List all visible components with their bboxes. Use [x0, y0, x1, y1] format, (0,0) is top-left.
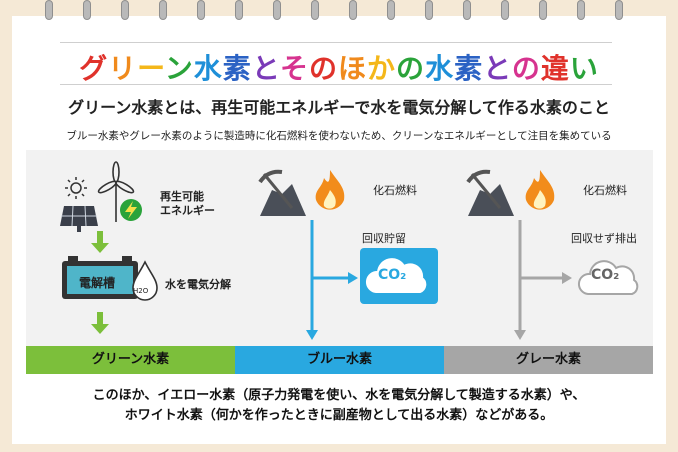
title-char: か — [367, 52, 397, 85]
arrow-down-icon — [91, 312, 109, 334]
title-char: 素 — [222, 52, 252, 85]
title-char: ー — [137, 52, 165, 85]
blue-co2-action-label: 回収貯留 — [362, 232, 406, 245]
subheadline: ブルー水素やグレー水素のように製造時に化石燃料を使わないため、クリーンなエネルギ… — [66, 130, 612, 142]
binder-ring — [45, 0, 53, 20]
co2-storage-icon — [360, 248, 438, 304]
binder-ring — [197, 0, 205, 20]
blue-hydrogen-label: ブルー水素 — [235, 346, 444, 374]
gray-flow-arrow — [514, 220, 572, 340]
binder-ring — [159, 0, 167, 20]
binder-ring — [349, 0, 357, 20]
renewable-energy-line2: エネルギー — [160, 204, 215, 217]
title-char: リ — [108, 52, 138, 85]
title-char: の — [309, 52, 339, 85]
title-rule-top — [60, 42, 612, 43]
electrolyzer-label: 電解槽 — [79, 276, 116, 290]
title-char: グ — [79, 52, 109, 85]
gray-co2-action-label: 回収せず排出 — [571, 232, 637, 245]
title-char: と — [251, 52, 280, 85]
electrolysis-label: 水を電気分解 — [165, 278, 231, 291]
binder-ring — [235, 0, 243, 20]
title-char: の — [511, 52, 541, 85]
page-title: グリーン水素とそのほかの水素との違い — [0, 47, 678, 87]
blue-fossil-fuel-label: 化石燃料 — [373, 184, 417, 197]
title-char: 違 — [540, 52, 570, 85]
title-char: と — [483, 52, 512, 85]
arrow-down-icon — [91, 231, 109, 253]
footer-note: このほか、イエロー水素（原子力発電を使い、水を電気分解して製造する水素）や、 ホ… — [0, 386, 678, 426]
title-char: ほ — [338, 52, 368, 85]
binder-ring — [83, 0, 91, 20]
fire-icon — [315, 170, 345, 210]
water-drop-icon — [132, 260, 158, 301]
solar-panel-icon — [60, 177, 98, 232]
co2-cloud-icon — [578, 260, 639, 295]
binder-ring — [615, 0, 623, 20]
binder-ring — [577, 0, 585, 20]
blue-flow-arrow — [306, 220, 358, 340]
footer-line1: このほか、イエロー水素（原子力発電を使い、水を電気分解して製造する水素）や、 — [92, 388, 586, 403]
binder-ring — [387, 0, 395, 20]
gray-co2-label: CO₂ — [591, 267, 620, 283]
coal-mining-icon — [466, 169, 514, 216]
title-char: ン — [164, 52, 194, 85]
footer-line2: ホワイト水素（何かを作ったときに副産物として出る水素）などがある。 — [124, 408, 554, 423]
title-char: の — [396, 52, 426, 85]
binder-ring — [273, 0, 281, 20]
binder-ring — [539, 0, 547, 20]
water-label: H2O — [133, 287, 149, 295]
headline: グリーン水素とは、再生可能エネルギーで水を電気分解して作る水素のこと — [68, 98, 610, 117]
coal-mining-icon — [258, 169, 306, 216]
title-rule-bottom — [60, 84, 612, 85]
green-panel — [26, 150, 235, 350]
renewable-energy-line1: 再生可能 — [160, 190, 204, 203]
renewable-energy-label: 再生可能 エネルギー — [160, 190, 215, 218]
fire-icon — [525, 170, 555, 210]
wind-turbine-icon — [97, 161, 142, 222]
gray-hydrogen-label: グレー水素 — [444, 346, 653, 374]
title-char: 素 — [454, 52, 484, 85]
title-char: い — [569, 52, 599, 85]
binder-ring — [311, 0, 319, 20]
electrolyzer-tank-icon — [62, 256, 138, 299]
binder-ring — [463, 0, 471, 20]
binder-ring — [121, 0, 129, 20]
gray-fossil-fuel-label: 化石燃料 — [583, 184, 627, 197]
blue-co2-label: CO₂ — [378, 267, 407, 283]
green-hydrogen-label: グリーン水素 — [26, 346, 235, 374]
title-char: そ — [279, 52, 309, 85]
binder-ring — [501, 0, 509, 20]
binder-ring — [425, 0, 433, 20]
title-char: 水 — [425, 52, 455, 85]
title-char: 水 — [193, 52, 223, 85]
